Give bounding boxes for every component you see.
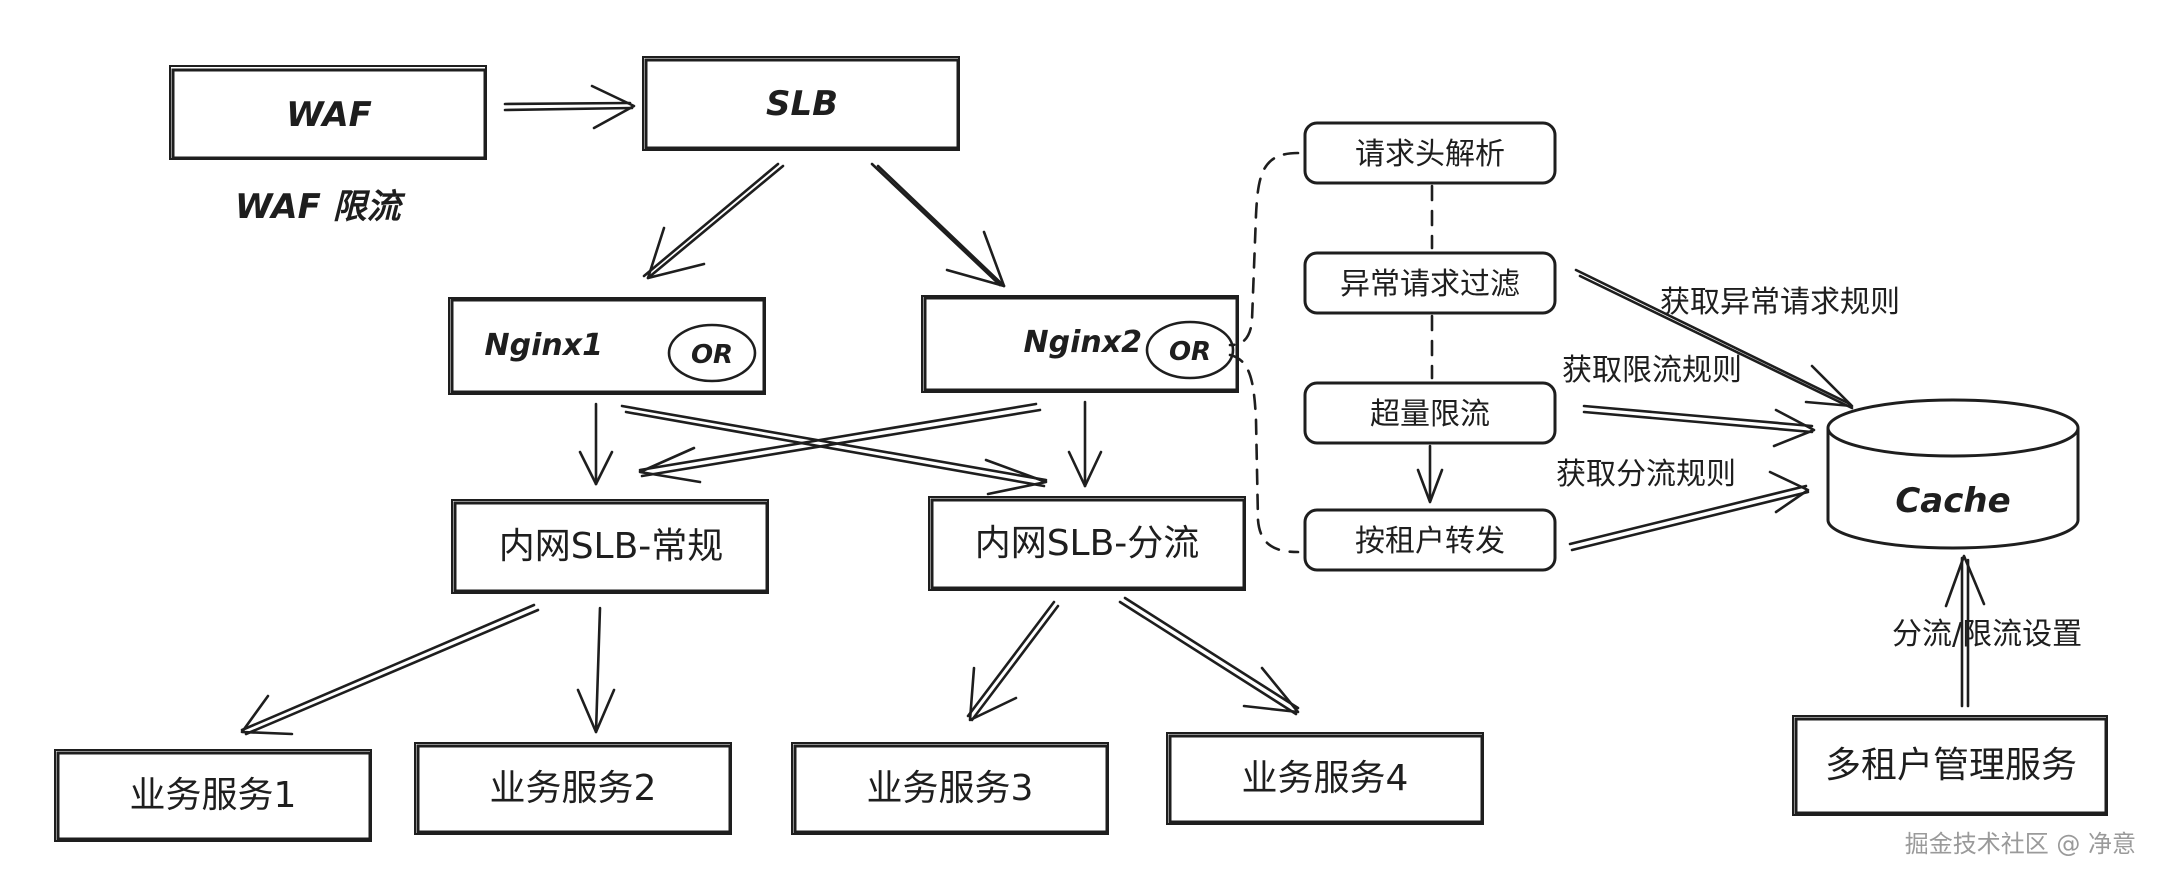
edge-nginx1-inner-regular <box>578 402 614 486</box>
filter-abnormal-label: 异常请求过滤 <box>1340 267 1520 302</box>
service4-node: 业务服务4 <box>1166 732 1484 825</box>
tenant-admin-label: 多租户管理服务 <box>1825 745 2077 786</box>
edge-filter-cache <box>1574 268 1854 410</box>
service2-node: 业务服务2 <box>414 742 732 835</box>
parse-header-node: 请求头解析 <box>1303 121 1557 185</box>
waf-node: WAF <box>169 65 487 160</box>
edge-waf-slb <box>503 84 636 130</box>
edge-inner-regular-service2 <box>576 606 616 734</box>
nginx2-or-badge: OR <box>1169 337 1211 367</box>
edge-nginx2-inner-split <box>1067 400 1103 488</box>
edge-admin-cache <box>1944 554 1986 708</box>
cache-node: Cache <box>1826 398 2080 550</box>
service1-label: 业务服务1 <box>130 775 297 816</box>
edge-nginx2-inner-regular <box>638 402 1042 484</box>
waf-node-label: WAF <box>286 95 372 135</box>
filter-abnormal-node: 异常请求过滤 <box>1303 251 1557 315</box>
get-split-rules-label: 获取分流规则 <box>1556 457 1736 492</box>
slb-node: SLB <box>642 56 960 151</box>
inner-slb-split-node: 内网SLB-分流 <box>928 496 1246 591</box>
over-limit-node: 超量限流 <box>1303 381 1557 445</box>
get-abnormal-rules-label: 获取异常请求规则 <box>1660 285 1900 320</box>
slb-node-label: SLB <box>766 84 838 124</box>
edge-slb-nginx2 <box>870 162 1006 288</box>
nginx1-node-label: Nginx1 <box>485 328 603 363</box>
inner-slb-regular-node: 内网SLB-常规 <box>451 499 769 594</box>
over-limit-label: 超量限流 <box>1370 397 1490 432</box>
edge-tenantforward-cache <box>1568 470 1810 552</box>
cache-label: Cache <box>1895 481 2010 521</box>
parse-header-label: 请求头解析 <box>1355 137 1505 172</box>
service3-label: 业务服务3 <box>867 768 1034 809</box>
get-limit-rules-label: 获取限流规则 <box>1562 353 1742 388</box>
split-limit-settings-label: 分流/限流设置 <box>1892 617 2082 652</box>
service3-node: 业务服务3 <box>791 742 1109 835</box>
edge-pipeline-flow <box>1416 184 1444 504</box>
edge-inner-regular-service1 <box>240 603 540 736</box>
edge-nginx2-pipeline-bracket <box>1228 151 1300 554</box>
tenant-forward-label: 按租户转发 <box>1355 524 1505 559</box>
service1-node: 业务服务1 <box>54 749 372 842</box>
nginx1-or-badge: OR <box>691 340 733 370</box>
tenant-forward-node: 按租户转发 <box>1303 508 1557 572</box>
inner-slb-split-label: 内网SLB-分流 <box>975 523 1200 564</box>
inner-slb-regular-label: 内网SLB-常规 <box>499 526 724 567</box>
service4-label: 业务服务4 <box>1242 758 1409 799</box>
edge-slb-nginx1 <box>642 162 785 280</box>
edge-inner-split-service3 <box>966 600 1060 722</box>
tenant-admin-node: 多租户管理服务 <box>1792 715 2108 816</box>
nginx2-node-label: Nginx2 <box>1024 325 1142 360</box>
nginx1-node: Nginx1 OR <box>448 297 766 395</box>
watermark: 掘金技术社区 @ 净意 <box>1905 830 2136 858</box>
waf-limit-label: WAF 限流 <box>235 187 406 227</box>
edge-overlimit-cache <box>1582 404 1816 448</box>
service2-label: 业务服务2 <box>490 768 657 809</box>
nginx2-node: Nginx2 OR <box>921 295 1239 393</box>
edge-inner-split-service4 <box>1118 596 1300 716</box>
